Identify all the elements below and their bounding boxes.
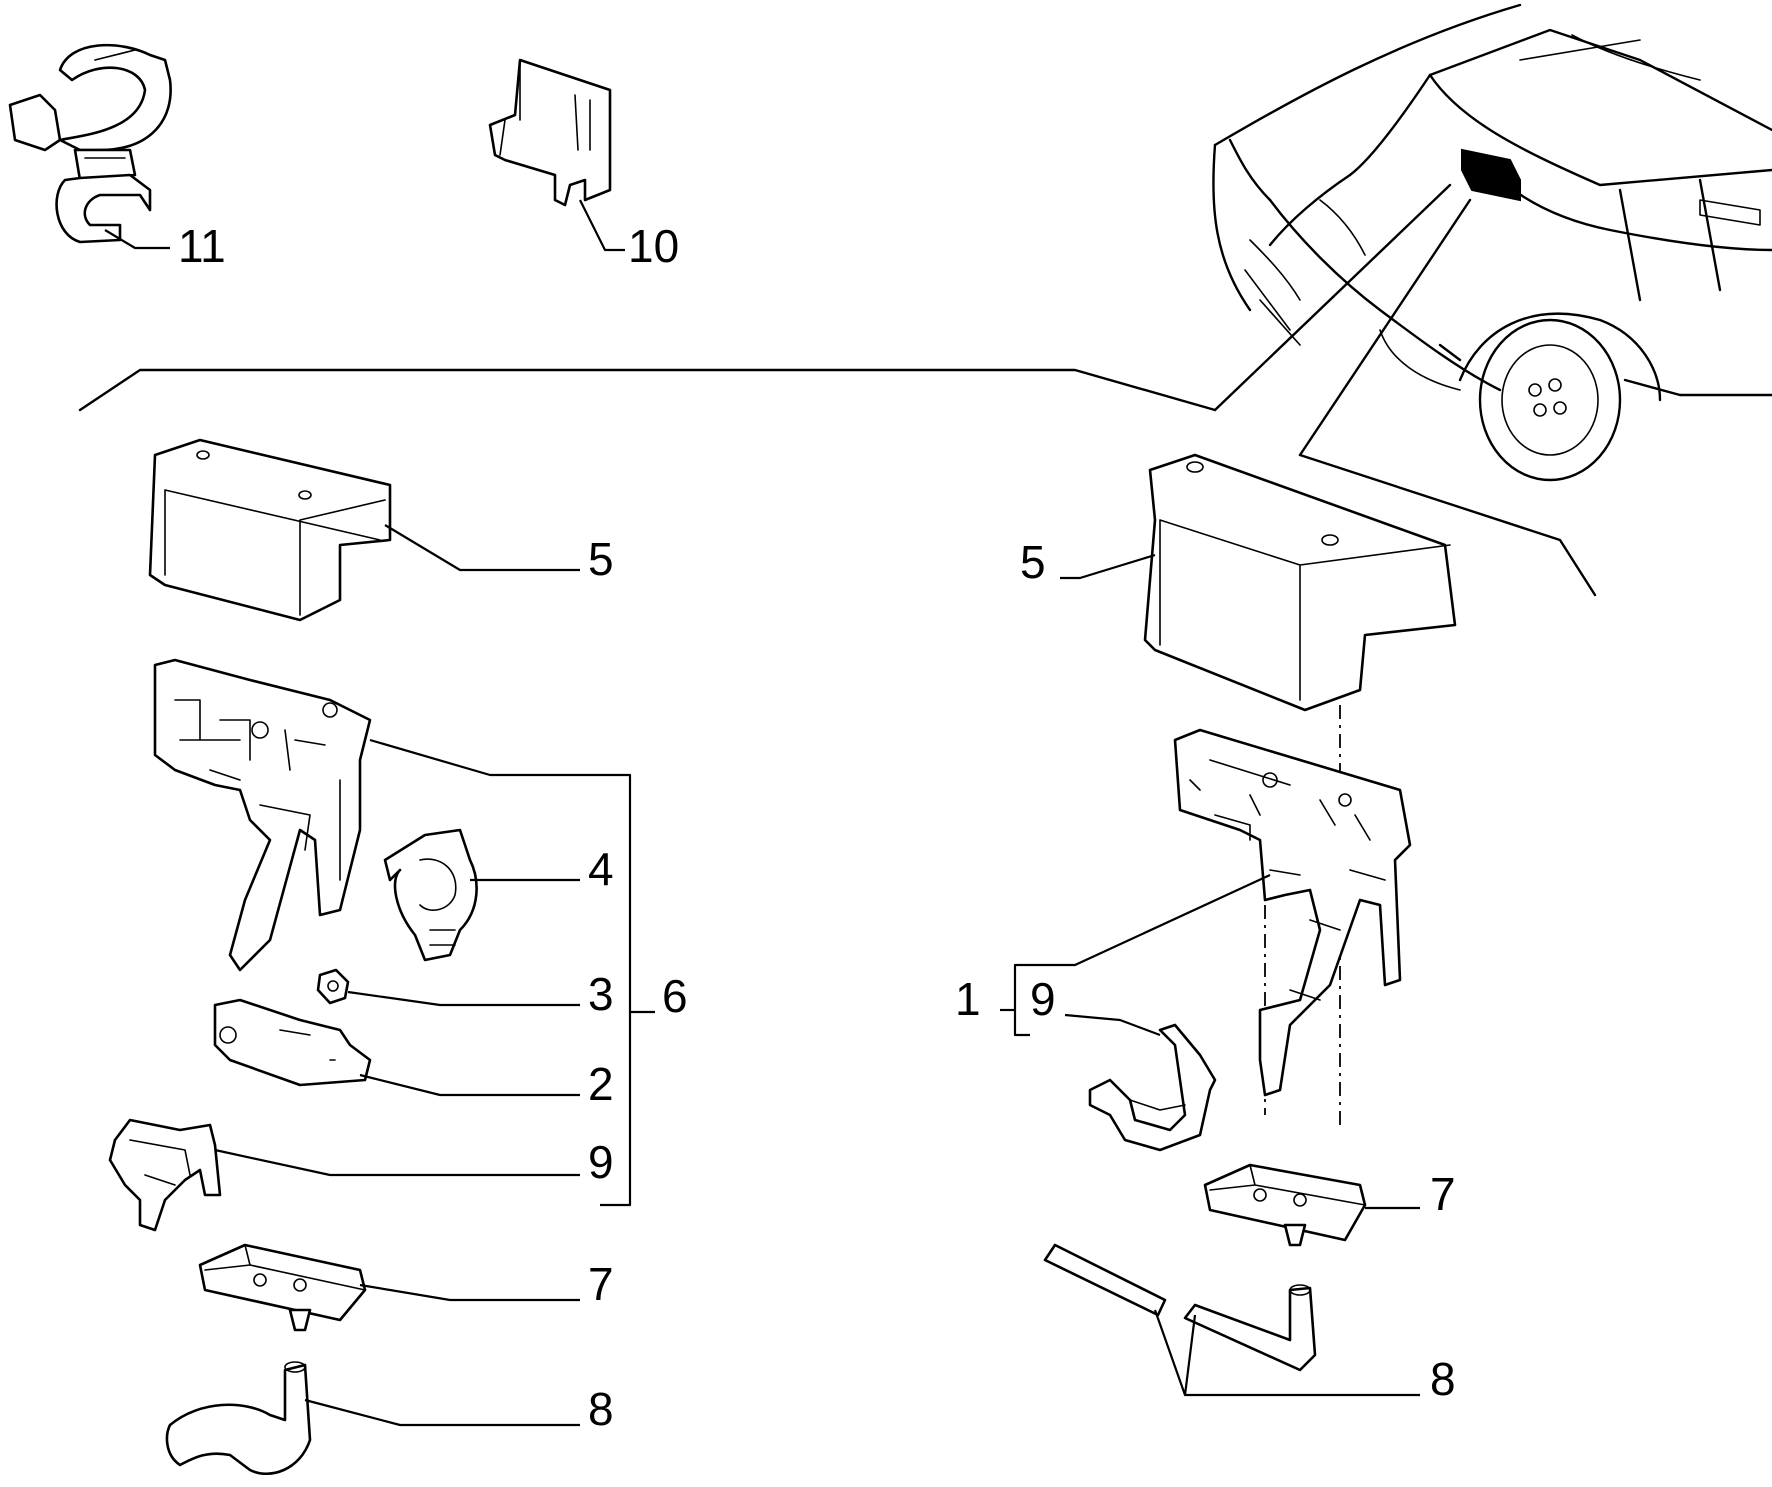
part-11-clip bbox=[8, 43, 172, 244]
left-label-5: 5 bbox=[588, 533, 614, 585]
right-label-9: 9 bbox=[1030, 973, 1056, 1025]
right-part-9-clip bbox=[1088, 1023, 1217, 1152]
left-leader-9 bbox=[214, 1148, 580, 1177]
left-leader-5 bbox=[384, 524, 580, 572]
left-leader-8 bbox=[304, 1398, 580, 1427]
left-part-7-sensor bbox=[198, 1243, 367, 1332]
left-part-8-hose bbox=[165, 1361, 312, 1475]
right-part-5-cover bbox=[1143, 453, 1457, 712]
right-part-1-bracket bbox=[1173, 728, 1412, 1097]
left-leader-3 bbox=[347, 990, 580, 1007]
right-part-7-sensor bbox=[1203, 1163, 1367, 1247]
left-part-5-cover bbox=[148, 438, 392, 622]
left-label-4: 4 bbox=[588, 843, 614, 895]
right-label-8: 8 bbox=[1430, 1353, 1456, 1405]
leader-line-11 bbox=[104, 229, 170, 250]
car-pointer-line-left bbox=[1213, 183, 1452, 412]
left-leader-6 bbox=[369, 738, 632, 1207]
left-label-6: 6 bbox=[662, 970, 688, 1022]
right-leader-8 bbox=[1153, 1309, 1420, 1397]
left-part-9-clip bbox=[108, 1118, 222, 1232]
ecu-location-marker bbox=[1461, 148, 1521, 202]
left-label-8: 8 bbox=[588, 1383, 614, 1435]
left-label-3: 3 bbox=[588, 968, 614, 1020]
left-part-3-nut bbox=[316, 968, 350, 1005]
left-part-4-connector bbox=[383, 828, 478, 962]
right-label-5: 5 bbox=[1020, 536, 1046, 588]
part-10-bracket bbox=[488, 58, 612, 207]
right-label-7: 7 bbox=[1430, 1168, 1456, 1220]
right-leader-9-upper bbox=[1013, 874, 1271, 1037]
left-label-9: 9 bbox=[588, 1136, 614, 1188]
left-label-2: 2 bbox=[588, 1058, 614, 1110]
right-leader-9-lower bbox=[1064, 1013, 1161, 1037]
car-illustration bbox=[1212, 3, 1772, 482]
left-leader-7 bbox=[359, 1283, 580, 1302]
left-part-6-bracket bbox=[153, 658, 372, 972]
left-leader-2 bbox=[359, 1073, 580, 1097]
car-pointer-line-right bbox=[1298, 198, 1472, 457]
section-divider bbox=[78, 368, 1597, 597]
right-leader-5 bbox=[1060, 553, 1156, 580]
leader-line-10 bbox=[579, 199, 625, 252]
label-11: 11 bbox=[178, 220, 226, 272]
left-part-2-plate bbox=[213, 998, 372, 1087]
label-10: 10 bbox=[628, 220, 679, 272]
right-part-8-hoses bbox=[1043, 1243, 1317, 1372]
left-label-7: 7 bbox=[588, 1258, 614, 1310]
right-label-1: 1 bbox=[955, 973, 981, 1025]
